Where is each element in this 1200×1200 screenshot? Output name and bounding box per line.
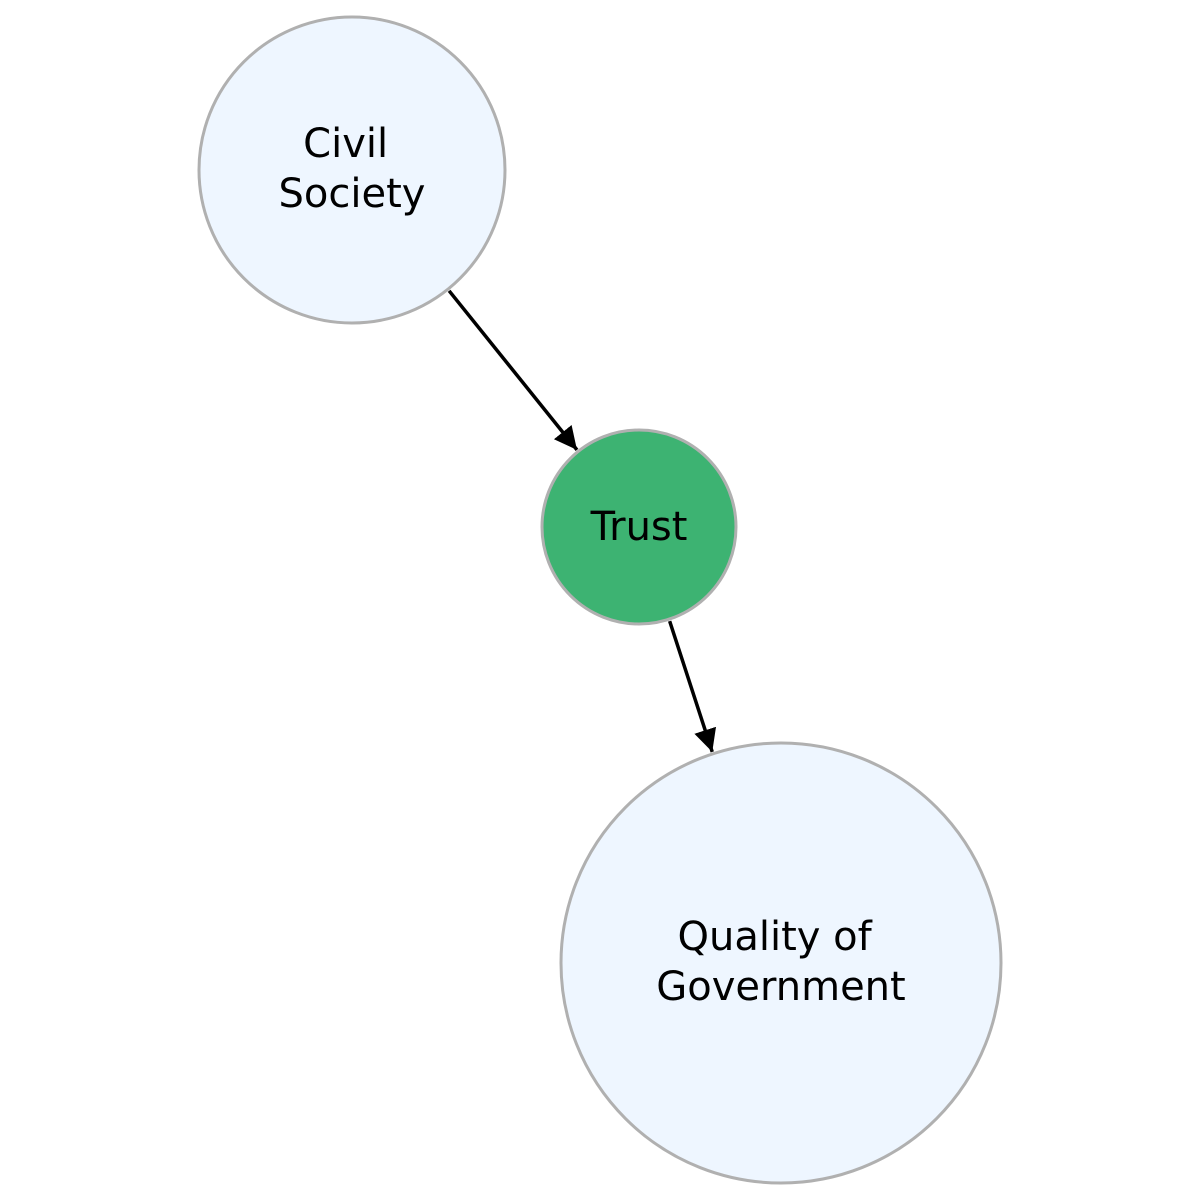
nodes-layer: Civil Society Trust Quality of Governmen… bbox=[197, 15, 1003, 1185]
node-trust[interactable]: Trust bbox=[540, 428, 738, 626]
node-quality-of-government-label-line-1: Quality of bbox=[678, 914, 873, 960]
node-civil-society-label-line-2: Society bbox=[279, 171, 426, 217]
node-quality-of-government-label-line-2: Government bbox=[656, 964, 905, 1010]
edges-layer bbox=[447, 289, 717, 753]
node-civil-society-circle bbox=[197, 15, 507, 325]
node-quality-of-government-circle bbox=[559, 741, 1003, 1185]
node-trust-circle bbox=[540, 428, 738, 626]
edge-trust-to-quality-of-government bbox=[667, 620, 717, 753]
node-civil-society-label: Civil Society bbox=[279, 121, 426, 217]
node-trust-label: Trust bbox=[590, 504, 688, 550]
node-trust-label-line-1: Trust bbox=[590, 504, 688, 550]
node-quality-of-government[interactable]: Quality of Government bbox=[559, 741, 1003, 1185]
edge-civil-society-to-trust bbox=[447, 289, 579, 451]
node-quality-of-government-label: Quality of Government bbox=[656, 914, 905, 1010]
node-civil-society-label-line-1: Civil bbox=[303, 121, 388, 167]
node-civil-society[interactable]: Civil Society bbox=[197, 15, 507, 325]
